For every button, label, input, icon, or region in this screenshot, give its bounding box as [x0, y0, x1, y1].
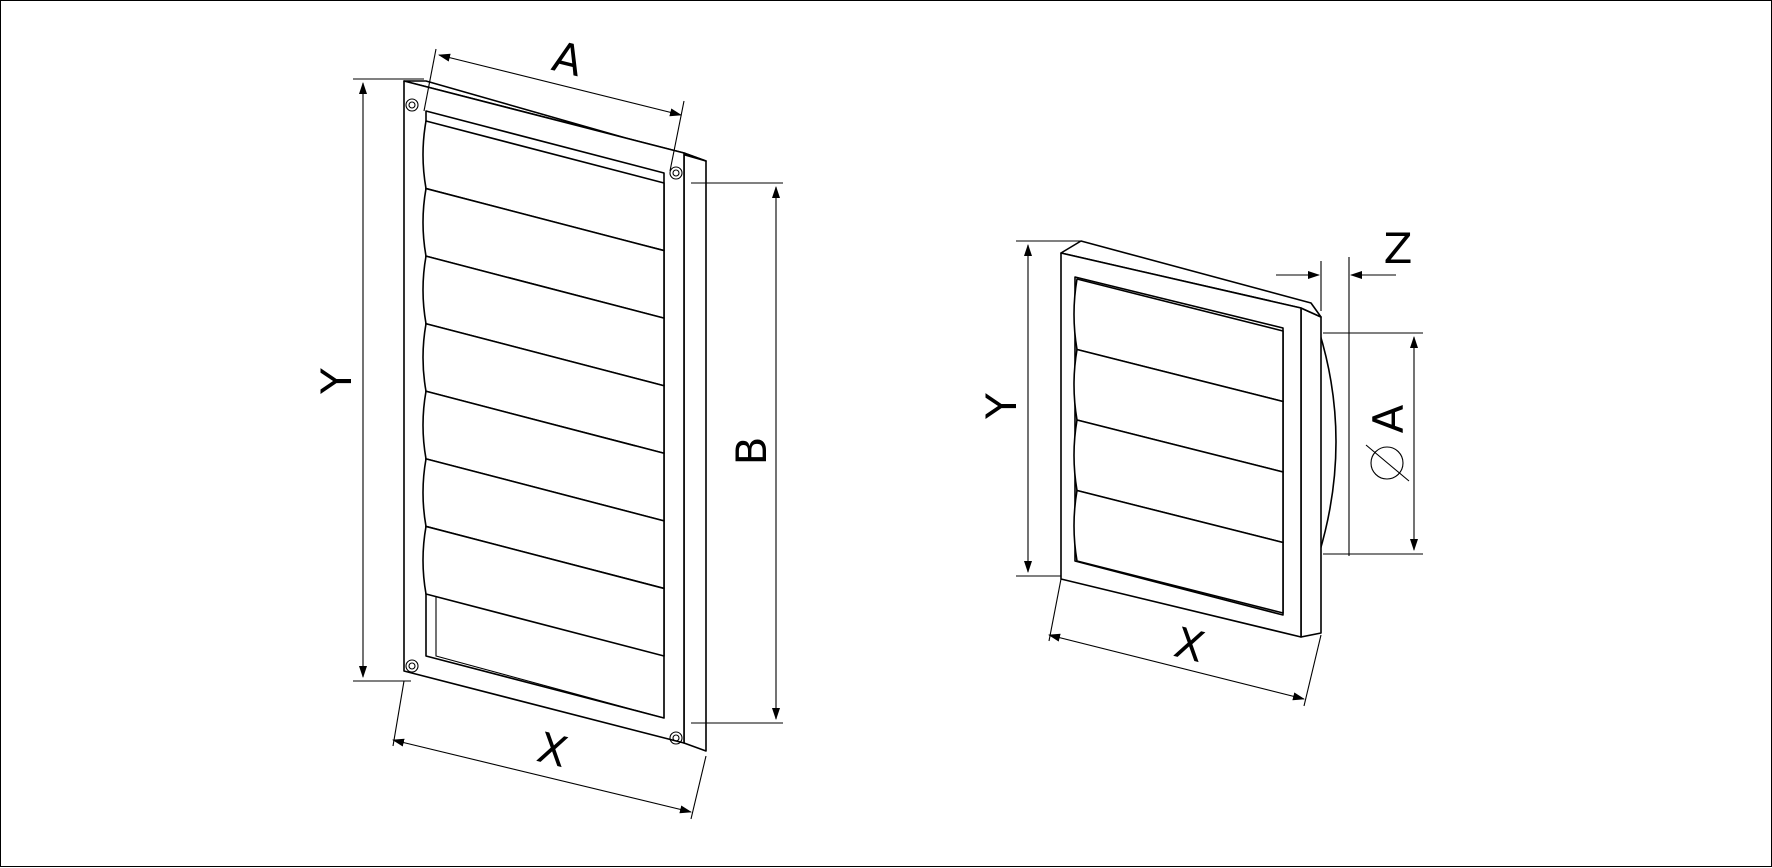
right-dim-y: Y [977, 240, 1081, 577]
right-label-z: Z [1384, 224, 1413, 273]
left-dim-b: B [691, 182, 783, 724]
louver-blade [422, 525, 665, 657]
left-grille-louvers [422, 120, 665, 657]
left-dim-x: X [392, 680, 707, 820]
louver-blade [1073, 489, 1284, 614]
right-label-y: Y [977, 393, 1026, 420]
right-grille-louvers [1073, 278, 1284, 614]
left-label-x: X [533, 723, 573, 778]
left-dim-y: Y [312, 78, 424, 682]
right-dim-diameter: A [1323, 332, 1423, 555]
right-grille: Y Z A X [977, 224, 1423, 707]
left-label-b: B [727, 437, 776, 466]
right-grille-side [1300, 307, 1322, 638]
right-label-a: A [1364, 404, 1413, 433]
right-dim-z: Z [1276, 224, 1412, 556]
right-grille-spigot [1318, 330, 1337, 555]
diameter-icon [1365, 444, 1410, 482]
right-label-x: X [1170, 618, 1210, 673]
left-grille: Y B A X [312, 32, 783, 820]
left-grille-side [683, 152, 707, 752]
left-label-y: Y [312, 368, 361, 395]
left-label-a: A [548, 32, 588, 87]
